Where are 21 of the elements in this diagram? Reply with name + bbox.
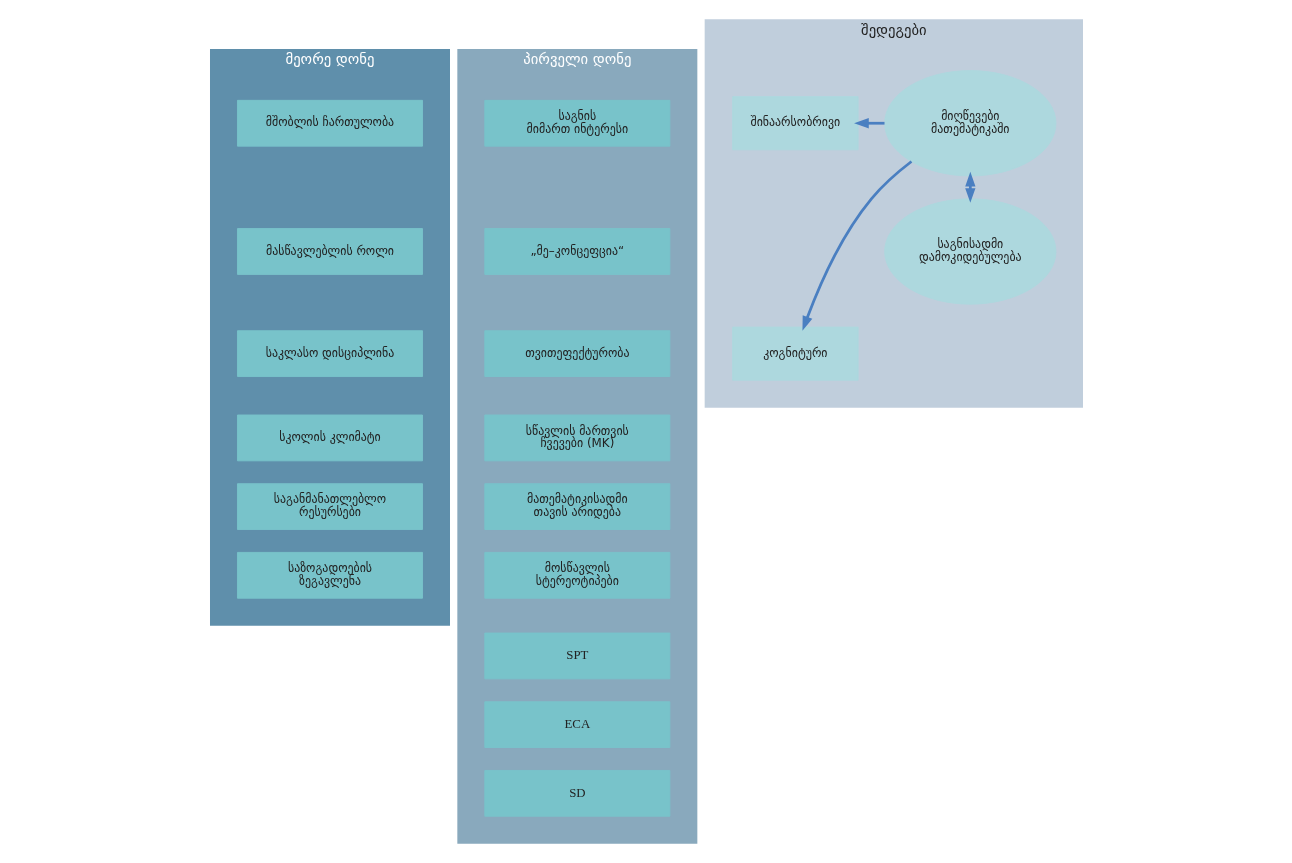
node-box: SPT bbox=[483, 632, 670, 680]
node-box: მასწავლებლის როლი bbox=[236, 228, 423, 275]
node-ellipse: მიღწევები მათემატიკაში bbox=[883, 70, 1056, 177]
node-box: შინაარსობრივი bbox=[731, 96, 859, 151]
node-box: მშობლის ჩართულობა bbox=[236, 99, 423, 147]
node-box: კოგნიტური bbox=[731, 326, 859, 381]
node-ellipse: საგნისადმი დამოკიდებულება bbox=[883, 198, 1056, 305]
node-box: მოსწავლის სტერეოტიპები bbox=[483, 551, 670, 599]
node-box: სწავლის მართვის ჩვევები (MK) bbox=[483, 414, 670, 462]
node-box: საკლასო დისციპლინა bbox=[236, 330, 423, 377]
node-box: საგანმანათლებლო რესურსები bbox=[236, 483, 423, 530]
arrow bbox=[853, 118, 884, 129]
node-box: სკოლის კლიმატი bbox=[236, 414, 423, 462]
node-box: საზოგადოების ზეგავლენა bbox=[236, 551, 423, 599]
node-box: „მე–კონცეფცია“ bbox=[483, 228, 670, 275]
arrow bbox=[801, 160, 912, 331]
node-box: SD bbox=[483, 770, 670, 817]
node-box: საგნის მიმართ ინტერესი bbox=[483, 99, 670, 147]
node-box: მათემატიკისადმი თავის არიდება bbox=[483, 483, 670, 530]
node-box: ECA bbox=[483, 701, 670, 748]
node-box: თვითეფექტურობა bbox=[483, 330, 670, 377]
